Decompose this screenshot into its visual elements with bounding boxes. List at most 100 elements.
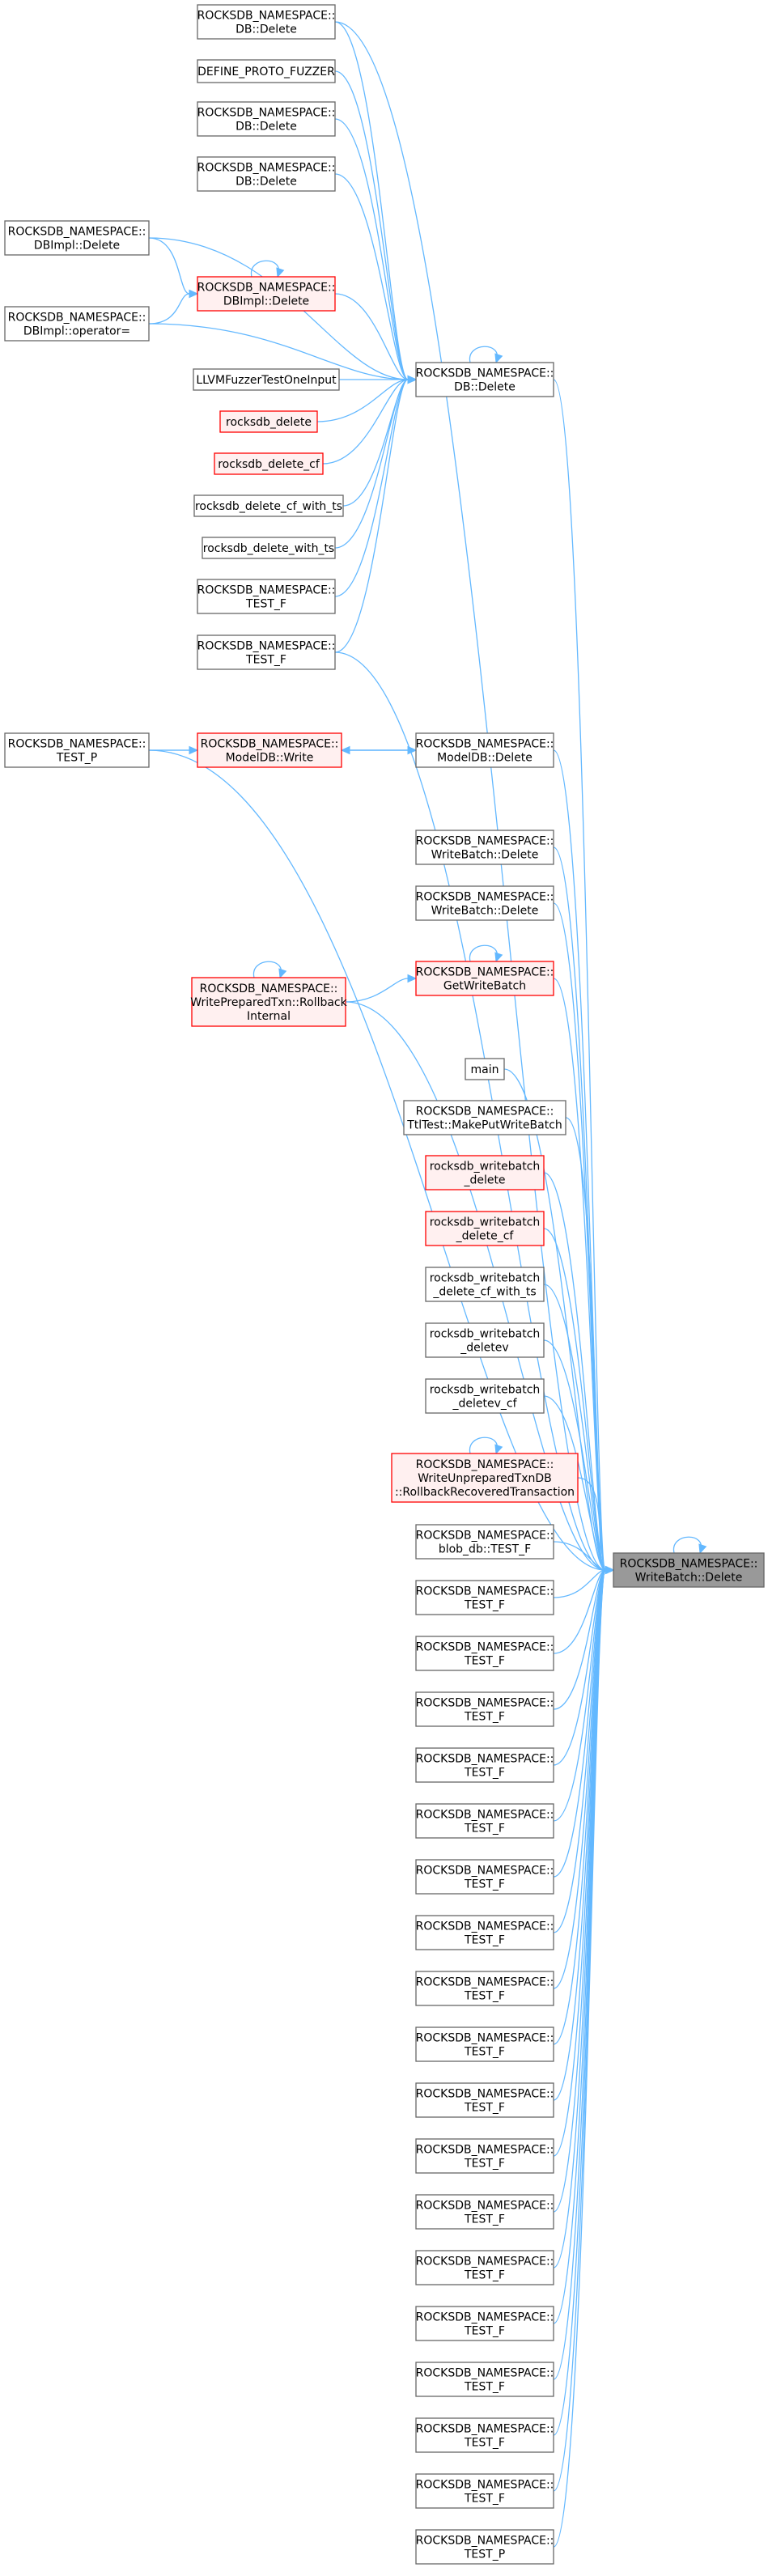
edge-test-p-a-to-target-line bbox=[148, 749, 606, 1571]
node-tf-07-box bbox=[415, 1915, 554, 1950]
node-test-f-a[interactable]: ROCKSDB_NAMESPACE::TEST_F bbox=[197, 579, 336, 614]
edge-db-delete-hub-to-target bbox=[553, 379, 615, 1575]
node-test-p-b-label-line-1: ROCKSDB_NAMESPACE:: bbox=[416, 2535, 554, 2548]
node-unprepared[interactable]: ROCKSDB_NAMESPACE::WriteUnpreparedTxnDB:… bbox=[391, 1453, 579, 1503]
node-wb-delete-cf-label-line-1: rocksdb_writebatch bbox=[430, 1216, 541, 1229]
node-unprepared-box bbox=[391, 1453, 579, 1503]
node-main[interactable]: main bbox=[465, 1058, 505, 1080]
node-writebatch-delete-a-box bbox=[415, 830, 554, 865]
node-wb-delete-cf-with-ts[interactable]: rocksdb_writebatch_delete_cf_with_ts bbox=[425, 1267, 545, 1302]
node-tf-03-box bbox=[415, 1691, 554, 1727]
node-wb-delete-cf-with-ts-box bbox=[425, 1267, 545, 1302]
node-rocksdb-delete-cf-with-ts[interactable]: rocksdb_delete_cf_with_ts bbox=[193, 494, 344, 517]
edge-db-delete-hub-to-db-delete-hub bbox=[469, 346, 503, 364]
node-wb-deletev-cf-label-line-2: _deletev_cf bbox=[452, 1398, 517, 1411]
node-wb-deletev-cf-box bbox=[425, 1378, 545, 1414]
node-wb-deletev-box bbox=[425, 1322, 545, 1358]
node-modeldb-delete-label-line-1: ROCKSDB_NAMESPACE:: bbox=[416, 738, 554, 751]
node-tf-15-label-line-2: TEST_F bbox=[464, 2381, 505, 2394]
node-tf-09-label-line-2: TEST_F bbox=[464, 2046, 505, 2059]
node-tf-02-box bbox=[415, 1636, 554, 1671]
node-tf-08-box bbox=[415, 1971, 554, 2006]
node-test-f-b[interactable]: ROCKSDB_NAMESPACE::TEST_F bbox=[197, 634, 336, 670]
node-getwritebatch[interactable]: ROCKSDB_NAMESPACE::GetWriteBatch bbox=[415, 961, 554, 996]
node-tf-17[interactable]: ROCKSDB_NAMESPACE::TEST_F bbox=[415, 2473, 554, 2509]
node-wb-deletev-label-line-1: rocksdb_writebatch bbox=[430, 1328, 541, 1341]
edge-unprepared-to-target-line bbox=[577, 1477, 606, 1571]
node-db-delete-1[interactable]: ROCKSDB_NAMESPACE::DB::Delete bbox=[197, 4, 336, 40]
node-dbimpl-operator-box bbox=[4, 306, 150, 342]
node-writebatch-delete-a[interactable]: ROCKSDB_NAMESPACE::WriteBatch::Delete bbox=[415, 830, 554, 865]
node-test-p-b[interactable]: ROCKSDB_NAMESPACE::TEST_P bbox=[415, 2529, 554, 2565]
node-tf-16-label-line-1: ROCKSDB_NAMESPACE:: bbox=[416, 2423, 554, 2436]
node-wb-deletev[interactable]: rocksdb_writebatch_deletev bbox=[425, 1322, 545, 1358]
node-tf-08[interactable]: ROCKSDB_NAMESPACE::TEST_F bbox=[415, 1971, 554, 2006]
node-tf-03-label-line-1: ROCKSDB_NAMESPACE:: bbox=[416, 1697, 554, 1710]
node-tf-12[interactable]: ROCKSDB_NAMESPACE::TEST_F bbox=[415, 2194, 554, 2230]
node-blobdb-test-f-label-line-2: blob_db::TEST_F bbox=[439, 1543, 531, 1556]
node-rocksdb-delete-cf[interactable]: rocksdb_delete_cf bbox=[214, 452, 324, 475]
edge-test-f-a-to-db-delete-hub-line bbox=[334, 379, 409, 597]
node-tf-15[interactable]: ROCKSDB_NAMESPACE::TEST_F bbox=[415, 2362, 554, 2397]
node-tf-02-label-line-1: ROCKSDB_NAMESPACE:: bbox=[416, 1641, 554, 1654]
edge-dbimpl-delete-b-to-dbimpl-delete-b-line bbox=[250, 260, 280, 278]
node-wb-deletev-cf-label-line-1: rocksdb_writebatch bbox=[430, 1384, 541, 1397]
node-ttltest[interactable]: ROCKSDB_NAMESPACE::TtlTest::MakePutWrite… bbox=[403, 1100, 566, 1135]
node-rocksdb-delete-with-ts[interactable]: rocksdb_delete_with_ts bbox=[202, 537, 336, 559]
node-tf-10[interactable]: ROCKSDB_NAMESPACE::TEST_F bbox=[415, 2082, 554, 2118]
node-modeldb-delete-label-line-2: ModelDB::Delete bbox=[437, 752, 533, 765]
node-tf-16[interactable]: ROCKSDB_NAMESPACE::TEST_F bbox=[415, 2417, 554, 2453]
node-dbimpl-delete-b[interactable]: ROCKSDB_NAMESPACE::DBImpl::Delete bbox=[197, 276, 336, 312]
edge-rollback-internal-to-getwritebatch bbox=[345, 974, 418, 1003]
edge-unprepared-to-unprepared-line bbox=[469, 1437, 499, 1454]
node-dbimpl-operator-label-line-2: DBImpl::operator= bbox=[23, 325, 130, 338]
node-tf-07-label-line-1: ROCKSDB_NAMESPACE:: bbox=[416, 1920, 554, 1933]
node-tf-01[interactable]: ROCKSDB_NAMESPACE::TEST_F bbox=[415, 1580, 554, 1615]
node-dbimpl-operator[interactable]: ROCKSDB_NAMESPACE::DBImpl::operator= bbox=[4, 306, 150, 342]
node-tf-13[interactable]: ROCKSDB_NAMESPACE::TEST_F bbox=[415, 2250, 554, 2285]
node-tf-04[interactable]: ROCKSDB_NAMESPACE::TEST_F bbox=[415, 1747, 554, 1783]
node-llvm-fuzzer[interactable]: LLVMFuzzerTestOneInput bbox=[193, 368, 340, 391]
node-tf-07-label-line-2: TEST_F bbox=[464, 1934, 505, 1947]
node-target[interactable]: ROCKSDB_NAMESPACE::WriteBatch::Delete bbox=[613, 1552, 765, 1588]
node-modeldb-write[interactable]: ROCKSDB_NAMESPACE::ModelDB::Write bbox=[197, 732, 342, 768]
edge-blobdb-test-f-to-target-line bbox=[553, 1541, 606, 1571]
node-modeldb-delete[interactable]: ROCKSDB_NAMESPACE::ModelDB::Delete bbox=[415, 732, 554, 768]
node-test-p-a[interactable]: ROCKSDB_NAMESPACE::TEST_P bbox=[4, 732, 150, 768]
node-tf-09[interactable]: ROCKSDB_NAMESPACE::TEST_F bbox=[415, 2026, 554, 2062]
node-wb-delete-cf[interactable]: rocksdb_writebatch_delete_cf bbox=[425, 1211, 545, 1246]
node-tf-02[interactable]: ROCKSDB_NAMESPACE::TEST_F bbox=[415, 1636, 554, 1671]
node-tf-07[interactable]: ROCKSDB_NAMESPACE::TEST_F bbox=[415, 1915, 554, 1950]
node-wb-delete[interactable]: rocksdb_writebatch_delete bbox=[425, 1155, 545, 1190]
node-wb-deletev-cf[interactable]: rocksdb_writebatch_deletev_cf bbox=[425, 1378, 545, 1414]
node-define-proto-fuzzer[interactable]: DEFINE_PROTO_FUZZER bbox=[197, 59, 336, 83]
node-rocksdb-delete[interactable]: rocksdb_delete bbox=[219, 410, 318, 433]
node-rocksdb-delete-cf-with-ts-box bbox=[193, 494, 344, 517]
edge-rollback-internal-to-rollback-internal-line bbox=[252, 961, 282, 978]
node-getwritebatch-label-line-1: ROCKSDB_NAMESPACE:: bbox=[416, 966, 554, 979]
node-tf-14[interactable]: ROCKSDB_NAMESPACE::TEST_F bbox=[415, 2306, 554, 2341]
node-db-delete-3-box bbox=[197, 156, 336, 192]
node-tf-12-label-line-1: ROCKSDB_NAMESPACE:: bbox=[416, 2200, 554, 2213]
node-tf-05[interactable]: ROCKSDB_NAMESPACE::TEST_F bbox=[415, 1803, 554, 1839]
node-db-delete-3[interactable]: ROCKSDB_NAMESPACE::DB::Delete bbox=[197, 156, 336, 192]
edge-dbimpl-delete-b-to-dbimpl-delete-b bbox=[250, 260, 285, 278]
node-tf-03[interactable]: ROCKSDB_NAMESPACE::TEST_F bbox=[415, 1691, 554, 1727]
node-getwritebatch-label-line-2: GetWriteBatch bbox=[443, 980, 526, 993]
node-db-delete-3-label-line-1: ROCKSDB_NAMESPACE:: bbox=[197, 162, 336, 175]
edge-tf-03-to-target-line bbox=[553, 1569, 606, 1710]
node-tf-06[interactable]: ROCKSDB_NAMESPACE::TEST_F bbox=[415, 1859, 554, 1895]
node-tf-12-label-line-2: TEST_F bbox=[464, 2213, 505, 2226]
node-dbimpl-delete-a[interactable]: ROCKSDB_NAMESPACE::DBImpl::Delete bbox=[4, 220, 150, 256]
node-tf-11[interactable]: ROCKSDB_NAMESPACE::TEST_F bbox=[415, 2138, 554, 2174]
edge-test-p-b-to-target bbox=[553, 1565, 615, 2548]
edge-db-delete-hub-to-target-line bbox=[553, 379, 606, 1571]
node-blobdb-test-f[interactable]: ROCKSDB_NAMESPACE::blob_db::TEST_F bbox=[415, 1524, 554, 1560]
node-db-delete-hub[interactable]: ROCKSDB_NAMESPACE::DB::Delete bbox=[415, 362, 554, 397]
node-wb-delete-box bbox=[425, 1155, 545, 1190]
node-rollback-internal[interactable]: ROCKSDB_NAMESPACE::WritePreparedTxn::Rol… bbox=[190, 977, 348, 1027]
node-db-delete-2[interactable]: ROCKSDB_NAMESPACE::DB::Delete bbox=[197, 101, 336, 137]
node-wb-delete-cf-with-ts-label-line-2: _delete_cf_with_ts bbox=[432, 1286, 536, 1299]
node-writebatch-delete-b[interactable]: ROCKSDB_NAMESPACE::WriteBatch::Delete bbox=[415, 885, 554, 921]
node-wb-delete-cf-with-ts-label-line-1: rocksdb_writebatch bbox=[430, 1272, 541, 1285]
